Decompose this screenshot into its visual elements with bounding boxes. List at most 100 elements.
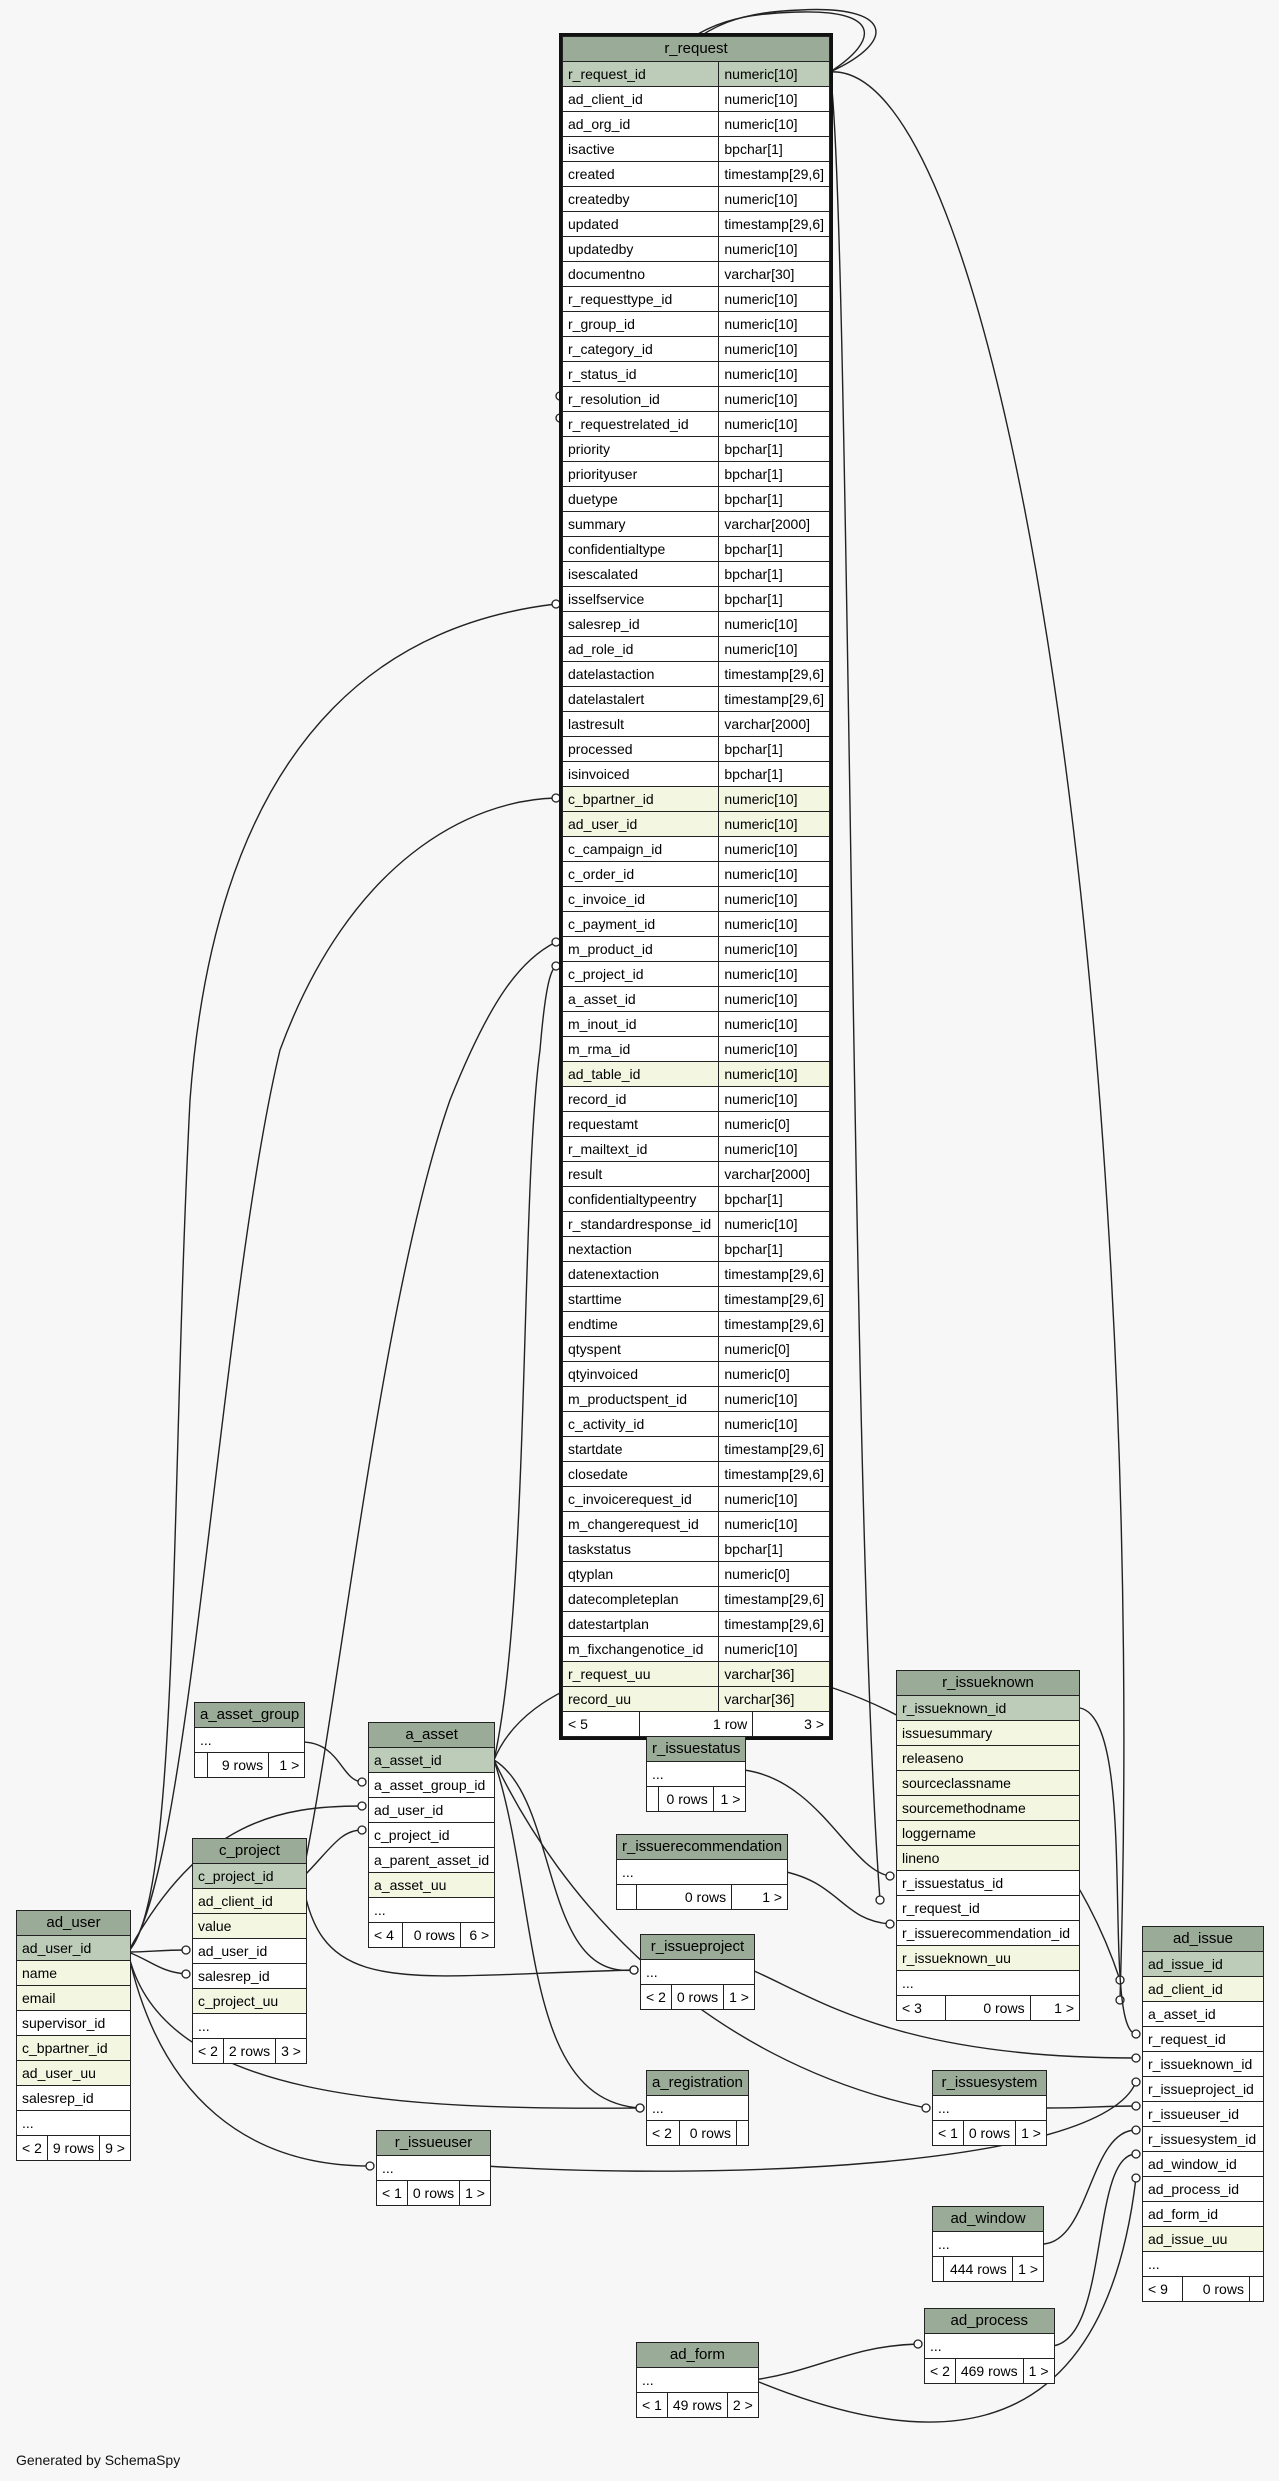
table-row[interactable]: ... [646,2095,749,2121]
table-title[interactable]: ad_form [636,2342,759,2368]
table-row[interactable]: ad_process_id [1142,2176,1264,2202]
table-row[interactable]: r_request_id [896,1895,1080,1921]
table-row[interactable]: r_issueknown_uu [896,1945,1080,1971]
table-row[interactable]: sourceclassname [896,1770,1080,1796]
table-row[interactable]: a_asset_id [1142,2001,1264,2027]
table-row[interactable]: ... [924,2333,1055,2359]
table-row[interactable]: ad_form_id [1142,2201,1264,2227]
table-row[interactable]: ... [16,2110,131,2136]
table-title[interactable]: r_issueproject [640,1934,755,1960]
table-row[interactable]: loggername [896,1820,1080,1846]
table-row[interactable]: ad_window_id [1142,2151,1264,2177]
table-row[interactable]: ad_user_id [192,1938,307,1964]
table-row[interactable]: ... [1142,2251,1264,2277]
table-row[interactable]: r_issueproject_id [1142,2076,1264,2102]
table-title[interactable]: ad_process [924,2308,1055,2334]
table-row[interactable]: ... [640,1959,755,1985]
table-row[interactable]: ... [896,1970,1080,1996]
table-row[interactable]: salesrep_id [192,1963,307,1989]
table-row[interactable]: a_parent_asset_id [367,1847,496,1873]
table-row[interactable]: a_asset_id [367,1747,496,1773]
table-title[interactable]: r_issueknown [896,1670,1080,1696]
table-title[interactable]: ad_user [16,1910,131,1936]
table-row[interactable]: ad_client_id [192,1888,307,1914]
table-row[interactable]: r_issueuser_id [1142,2101,1264,2127]
table-title[interactable]: ad_window [932,2206,1044,2232]
table-title[interactable]: ad_issue [1142,1926,1264,1952]
table-title[interactable]: r_issueuser [376,2130,491,2156]
table-row[interactable]: ad_user_uu [16,2060,131,2086]
table-row[interactable]: r_issueknown_id [1142,2051,1264,2077]
table-row[interactable]: ... [636,2367,759,2393]
table-row[interactable]: ad_user_id [367,1797,496,1823]
table-row[interactable]: ... [376,2155,491,2181]
table-row[interactable]: ... [932,2231,1044,2257]
table-row[interactable]: ad_issue_id [1142,1951,1264,1977]
table-row[interactable]: a_asset_uu [367,1872,496,1898]
table-row[interactable]: ... [192,2013,307,2039]
table-row[interactable]: ... [367,1897,496,1923]
table-row[interactable]: r_issuestatus_id [896,1870,1080,1896]
table-row[interactable]: c_bpartner_id [16,2035,131,2061]
table-row[interactable]: r_issuerecommendation_id [896,1920,1080,1946]
table-row[interactable]: lineno [896,1845,1080,1871]
table-row[interactable]: r_issueknown_id [896,1695,1080,1721]
table-row[interactable]: email [16,1985,131,2011]
table-title[interactable]: r_issuerecommendation [615,1834,789,1860]
table-row[interactable]: ... [193,1727,306,1753]
table-title[interactable]: r_issuesystem [932,2070,1047,2096]
table-row[interactable]: ... [615,1859,789,1885]
table-row[interactable]: ad_user_id [16,1935,131,1961]
table-row[interactable]: name [16,1960,131,1986]
table-row[interactable]: ad_client_id [1142,1976,1264,2002]
table-row[interactable]: ... [932,2095,1047,2121]
table-title[interactable]: r_issuestatus [645,1736,747,1762]
